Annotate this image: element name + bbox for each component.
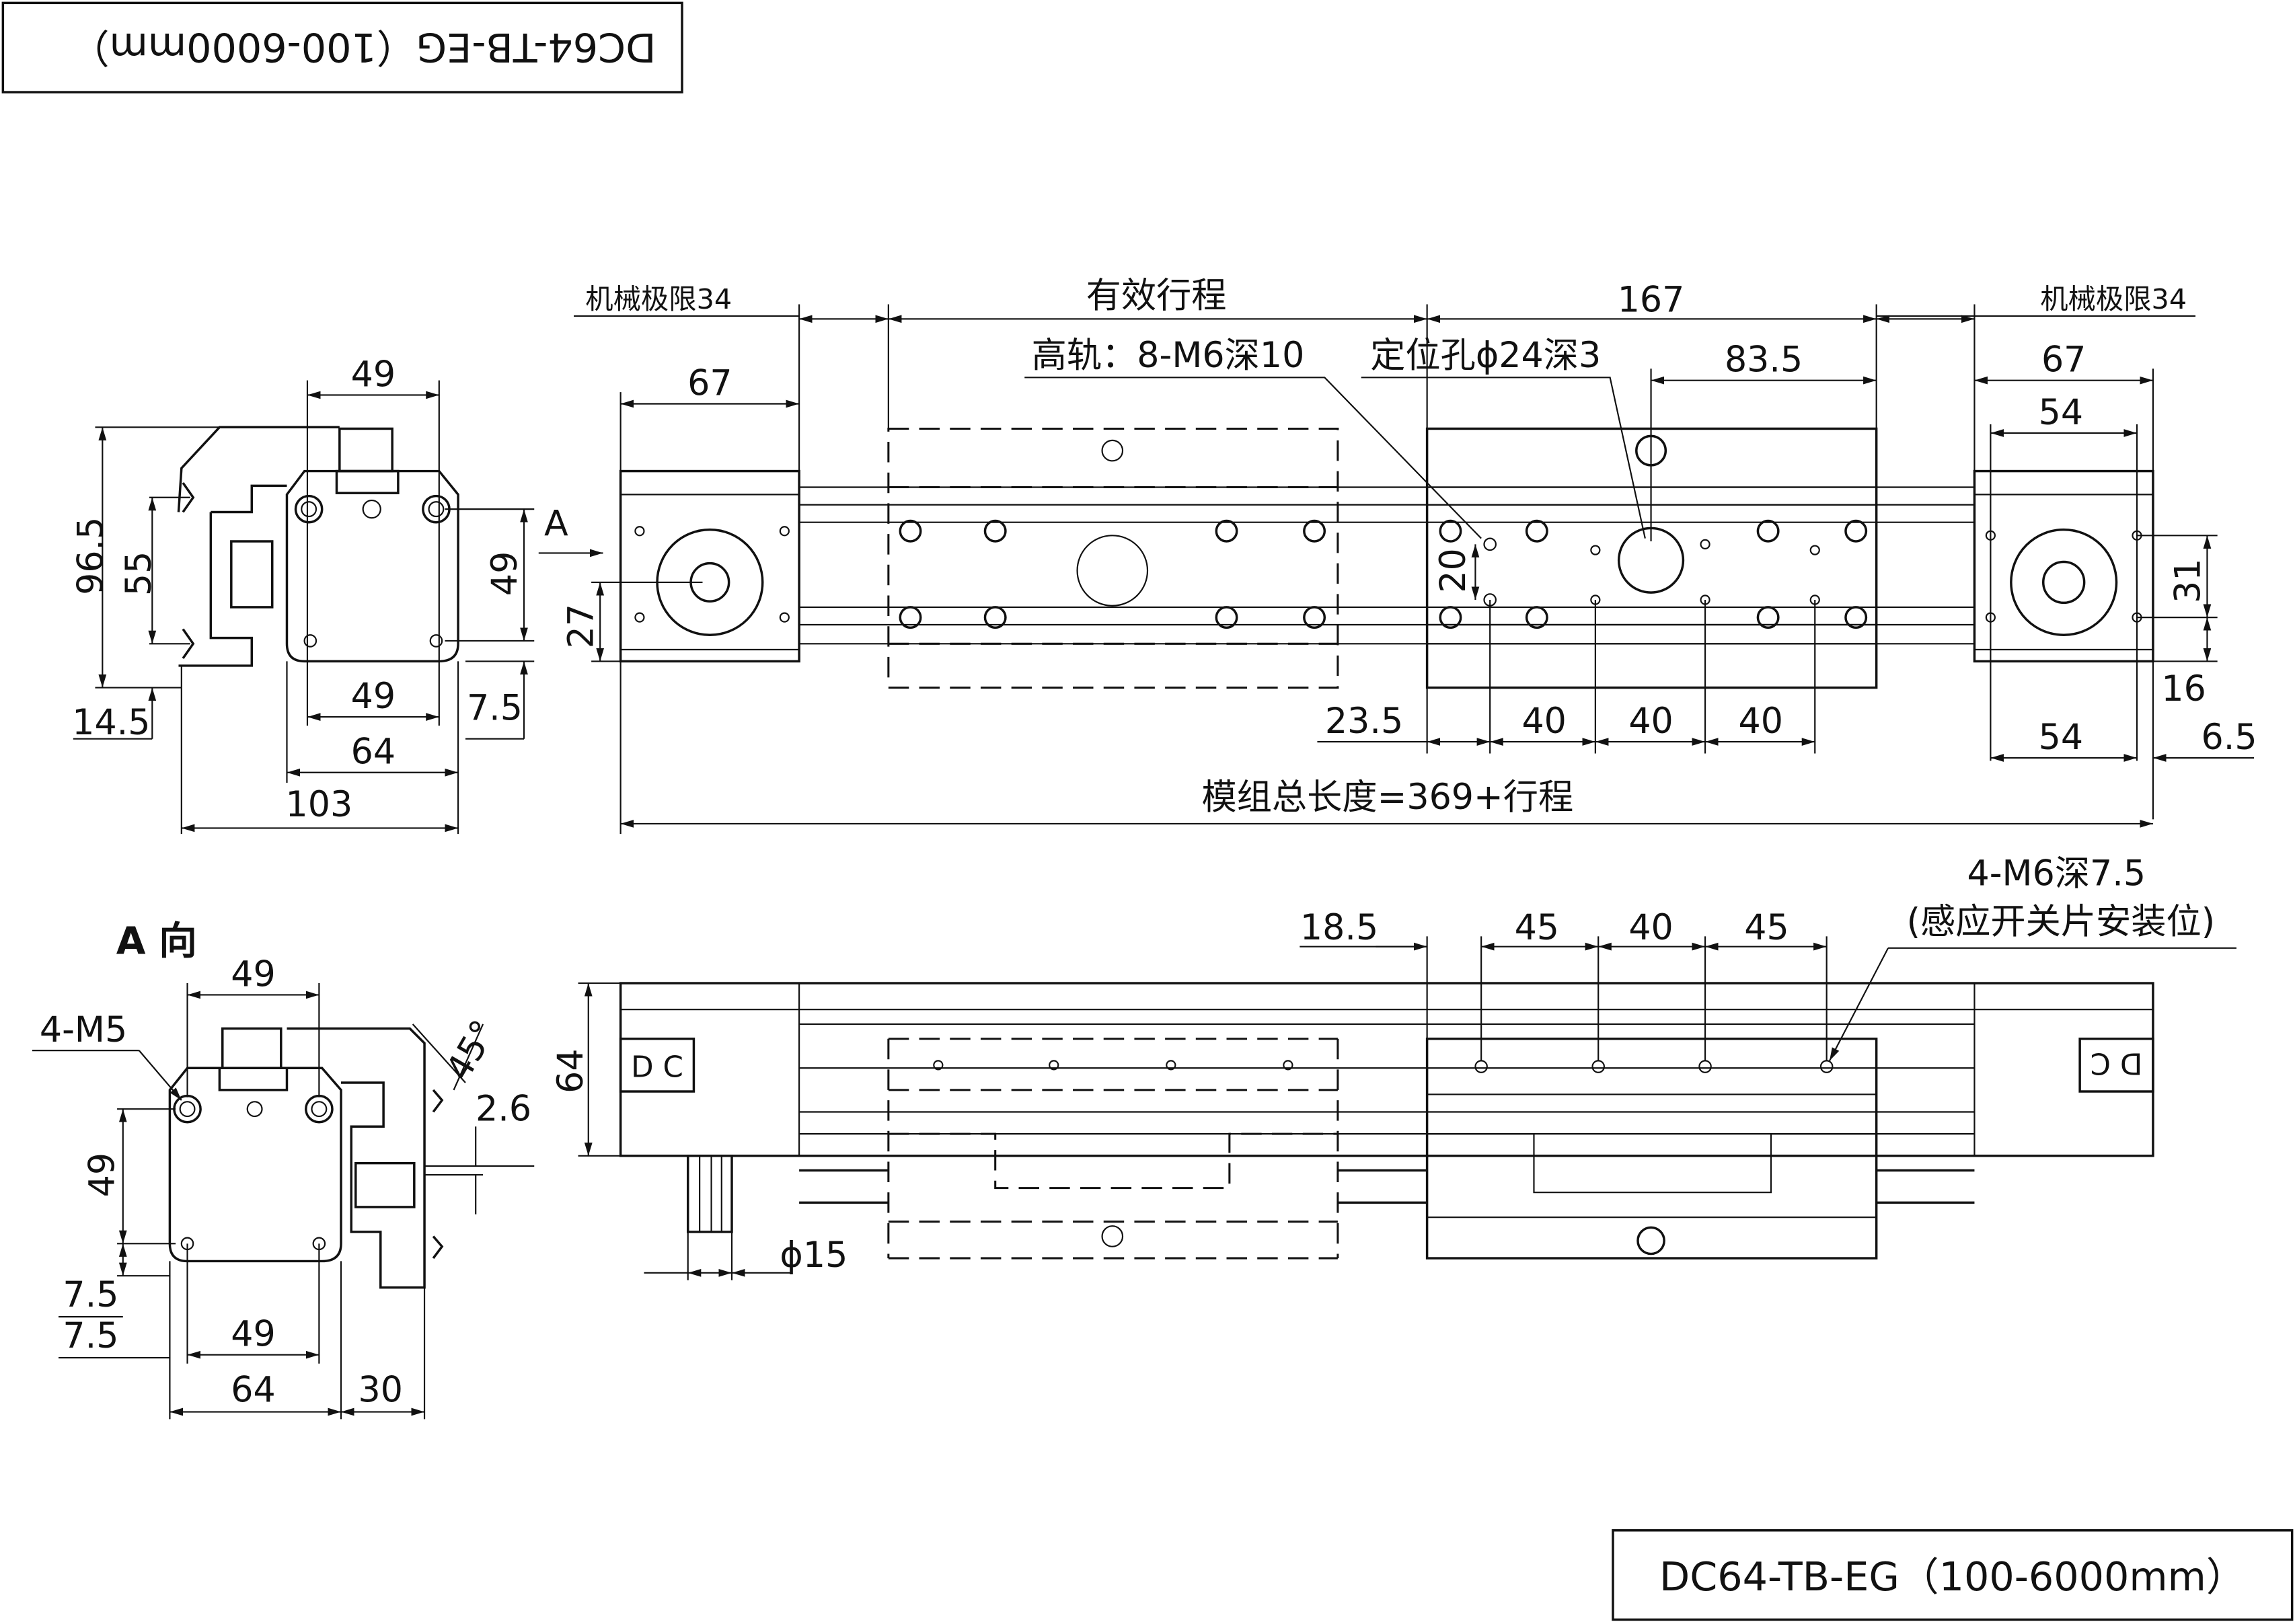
end-view-dimensions: 49 96.5 55 49 A 14.5 49 7.5 64 103 <box>71 354 603 835</box>
mech-limit-right: 机械极限34 <box>2040 283 2187 315</box>
hole-note-4-m5: 4-M5 <box>40 1010 127 1050</box>
total-length: 模组总长度=369+行程 <box>1201 777 1573 818</box>
dim-54-bottom: 54 <box>2039 718 2083 758</box>
dim-2-6: 2.6 <box>476 1089 531 1130</box>
title-block-top: DC64-TB-EG（100-6000mm） <box>1 1 683 93</box>
locating-hole-note: 定位孔ϕ24深3 <box>1370 336 1601 376</box>
dim-14-5: 14.5 <box>72 703 150 743</box>
dim-45-a: 45 <box>1515 908 1559 948</box>
a-view: A 向 <box>116 919 444 1289</box>
dim-18-5: 18.5 <box>1300 908 1378 948</box>
a-view-title: A 向 <box>116 919 197 964</box>
top-view-dimensions: 机械极限34 有效行程 167 机械极限34 67 高轨：8-M6深10 定位孔… <box>561 276 2257 835</box>
end-view <box>177 426 459 667</box>
dim-64-a: 64 <box>231 1370 275 1410</box>
dim-7-5: 7.5 <box>467 688 523 728</box>
dim-49-top: 49 <box>351 354 396 395</box>
a-view-dimensions: 49 4-M5 45° 2.6 49 7.5 7.5 49 64 30 <box>32 954 535 1420</box>
dim-23-5: 23.5 <box>1325 701 1403 742</box>
dim-30: 30 <box>359 1370 403 1410</box>
dim-96-5: 96.5 <box>71 517 111 595</box>
dim-45-b: 45 <box>1744 908 1789 948</box>
title-block-bottom: DC64-TB-EG（100-6000mm） <box>1612 1529 2294 1621</box>
dim-103: 103 <box>286 785 353 825</box>
switch-note-line2: (感应开关片安装位) <box>1907 902 2216 942</box>
dim-40-side: 40 <box>1628 908 1673 948</box>
dim-16: 16 <box>2161 669 2206 709</box>
dim-40-c: 40 <box>1739 701 1783 742</box>
dim-67-left: 67 <box>687 363 732 403</box>
logo-dc-left: D C <box>631 1050 683 1084</box>
mech-limit-left: 机械极限34 <box>585 283 732 315</box>
dim-40-b: 40 <box>1628 701 1673 742</box>
dim-49-vert: 49 <box>83 1153 123 1197</box>
high-rail-note: 高轨：8-M6深10 <box>1032 336 1305 376</box>
dim-67-right: 67 <box>2041 340 2086 381</box>
side-view: D C D C <box>619 982 2154 1260</box>
dim-167: 167 <box>1618 280 1685 320</box>
dim-27: 27 <box>561 604 601 648</box>
effective-stroke: 有效行程 <box>1086 276 1227 316</box>
dim-83-5: 83.5 <box>1725 340 1803 381</box>
dim-7-5-a: 7.5 <box>63 1275 118 1315</box>
dim-20: 20 <box>1433 548 1474 592</box>
title-block-bottom-text: DC64-TB-EG（100-6000mm） <box>1659 1553 2246 1600</box>
dim-31: 31 <box>2169 559 2209 603</box>
dim-55: 55 <box>119 551 159 596</box>
dim-6-5: 6.5 <box>2202 718 2257 758</box>
logo-dc-right: D C <box>2091 1046 2143 1079</box>
dim-49-bottom-a: 49 <box>231 1315 275 1355</box>
dim-64: 64 <box>351 732 396 773</box>
angle-45: 45° <box>439 1013 504 1087</box>
dim-64-side: 64 <box>551 1048 591 1093</box>
dim-49-right: 49 <box>485 551 525 596</box>
switch-note-line1: 4-M6深7.5 <box>1967 853 2146 894</box>
side-view-dimensions: 64 18.5 45 40 45 4-M6深7.5 (感应开关片安装位) ϕ15 <box>551 853 2236 1280</box>
dim-49-top-a: 49 <box>231 954 275 995</box>
dim-54-top: 54 <box>2039 393 2083 433</box>
title-block-top-text: DC64-TB-EG（100-6000mm） <box>70 24 656 71</box>
shaft-diameter-15: ϕ15 <box>780 1235 848 1276</box>
view-arrow-label-a: A <box>544 504 568 544</box>
top-view <box>619 427 2154 689</box>
dim-7-5-b: 7.5 <box>63 1316 118 1356</box>
carriage-holes <box>899 519 1868 629</box>
dim-49-bottom: 49 <box>351 676 396 717</box>
dim-40-a: 40 <box>1521 701 1566 742</box>
